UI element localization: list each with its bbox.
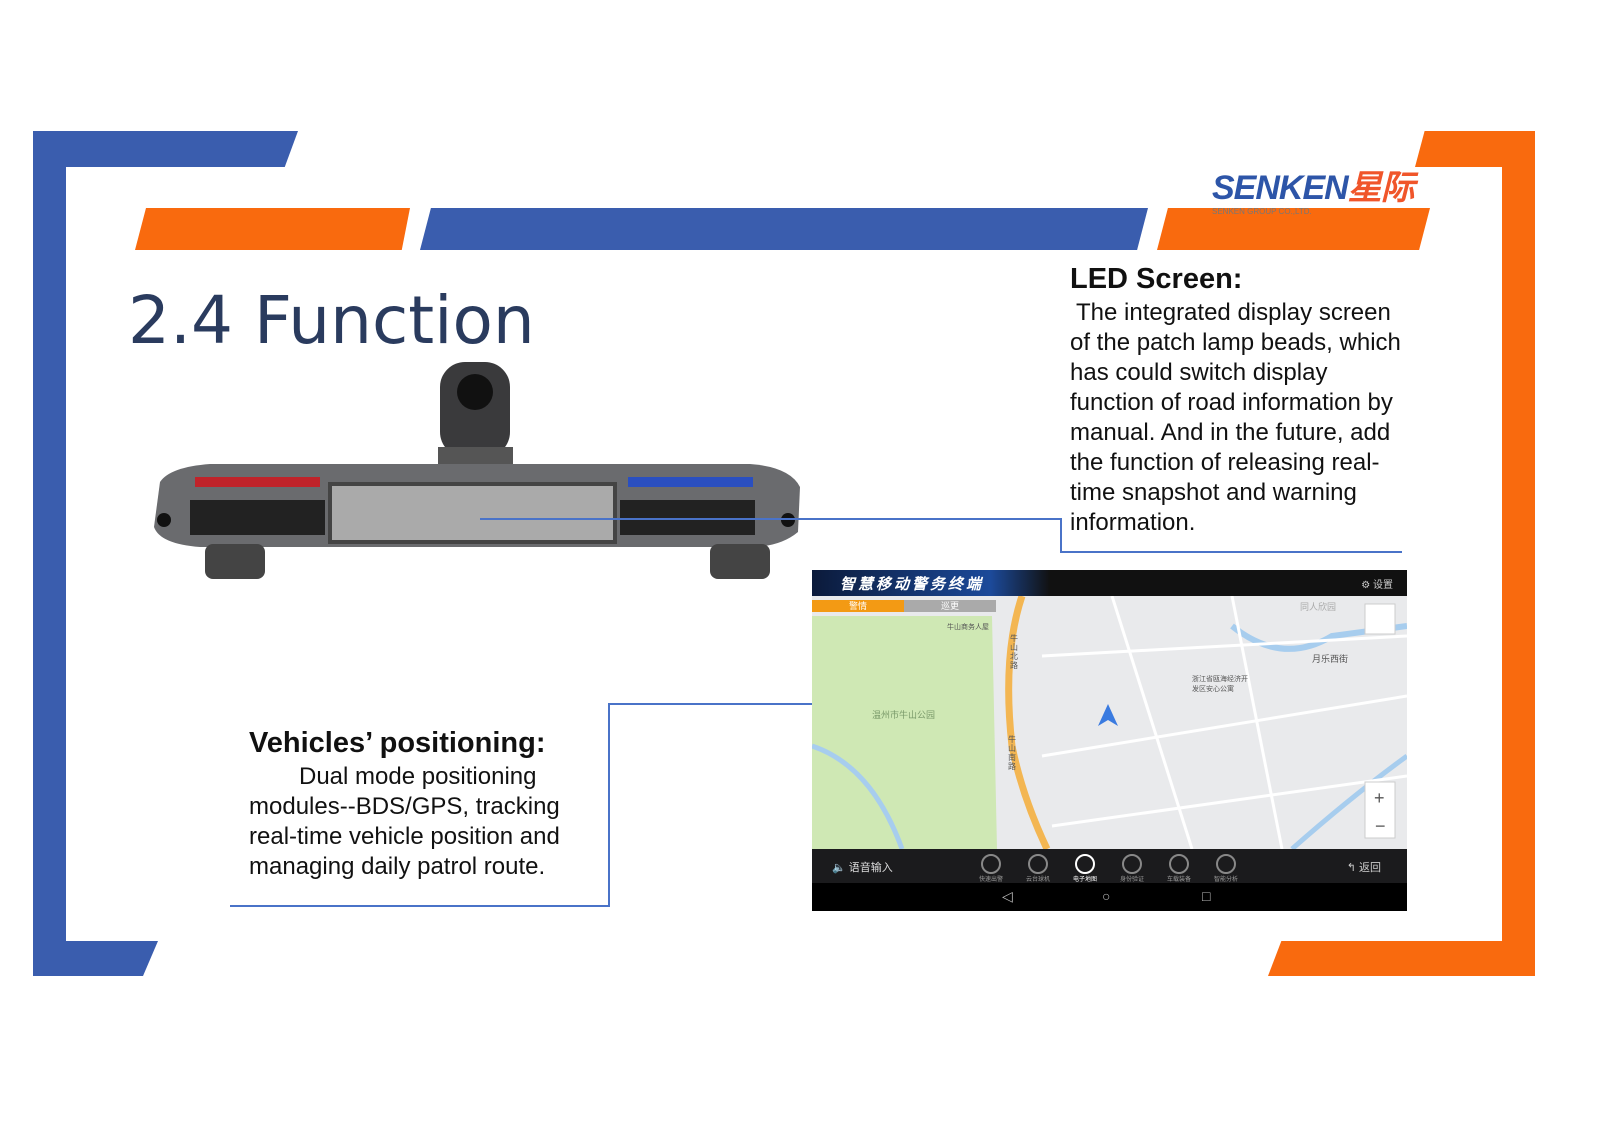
frame-bottom-left [33,941,158,976]
tabs: 警情 巡更 [812,600,996,612]
vehicle-equipment-button[interactable]: 车载装备 [1166,854,1192,883]
connector-led-h [480,518,1062,520]
frame-top-right [1415,131,1535,167]
map-label: 温州市牛山公园 [872,710,936,720]
app-title-bar: 智慧移动警务终端 ⚙ 设置 [812,570,1407,596]
map-area[interactable]: +− [812,596,1407,849]
led-body: The integrated display screen of the pat… [1070,299,1401,536]
settings-button[interactable]: ⚙ 设置 [1361,580,1393,591]
led-heading: LED Screen: [1070,263,1243,295]
connector-led-under [1060,551,1402,553]
tab-alerts[interactable]: 警情 [812,600,904,612]
ptz-camera-button[interactable]: 云台球机 [1025,854,1051,883]
connector-veh-v [608,703,610,907]
home-nav-icon[interactable]: ○ [1102,888,1111,904]
id-verify-button[interactable]: 身份验证 [1119,854,1145,883]
banner-blue [420,208,1148,250]
recent-nav-icon[interactable]: □ [1202,888,1211,904]
vehicles-section: Vehicles’ positioning: Dual mode positio… [249,728,589,882]
map-label: 月乐西街 [1312,654,1349,664]
connector-veh-h [608,703,988,705]
app-screenshot: +− 温州市牛山公园 月乐西街 同人欣园 牛山商务人屋 浙江省瓯海经济开发区安心… [812,570,1407,911]
connector-veh-under [230,905,610,907]
banner-orange-2 [1157,208,1430,250]
vehicles-heading: Vehicles’ positioning: [249,727,546,759]
map-label: 牛山北路 [1010,634,1018,670]
app-title: 智慧移动警务终端 [840,576,985,593]
map-label: 牛山南路 [1008,735,1016,771]
smart-analysis-button[interactable]: 智能分析 [1213,854,1239,883]
logo: SENKEN星际 SENKEN GROUP CO.,LTD. [1212,169,1415,216]
quick-dispatch-button[interactable]: 快速出警 [978,854,1004,883]
back-button[interactable]: ↰ 返回 [1346,862,1381,874]
led-screen-section: LED Screen: The integrated display scree… [1070,264,1415,538]
light-bar-image [154,362,800,579]
voice-input-button[interactable]: 🔈 语音输入 [832,862,893,874]
svg-text:−: − [1375,816,1386,836]
connector-led-v [1060,518,1062,553]
frame-top-left [33,131,298,167]
tab-patrol[interactable]: 巡更 [904,600,996,612]
vehicles-body: Dual mode positioning modules--BDS/GPS, … [249,763,560,880]
page-title: 2.4 Function [128,282,535,359]
android-nav-bar: ◁ ○ □ [812,883,1407,911]
frame-right [1502,131,1535,976]
back-nav-icon[interactable]: ◁ [1002,888,1013,904]
map-label: 浙江省瓯海经济开发区安心公寓 [1192,676,1248,693]
frame-left [33,131,66,976]
map-label: 牛山商务人屋 [947,624,989,631]
e-map-button[interactable]: 电子地图 [1072,854,1098,883]
app-bottom-bar: 🔈 语音输入 快速出警 云台球机 电子地图 身份验证 车载装备 智能分析 ↰ 返… [812,849,1407,883]
svg-text:+: + [1374,788,1385,808]
map-label: 同人欣园 [1300,602,1337,612]
banner-orange-1 [135,208,410,250]
frame-bottom-right [1268,941,1535,976]
